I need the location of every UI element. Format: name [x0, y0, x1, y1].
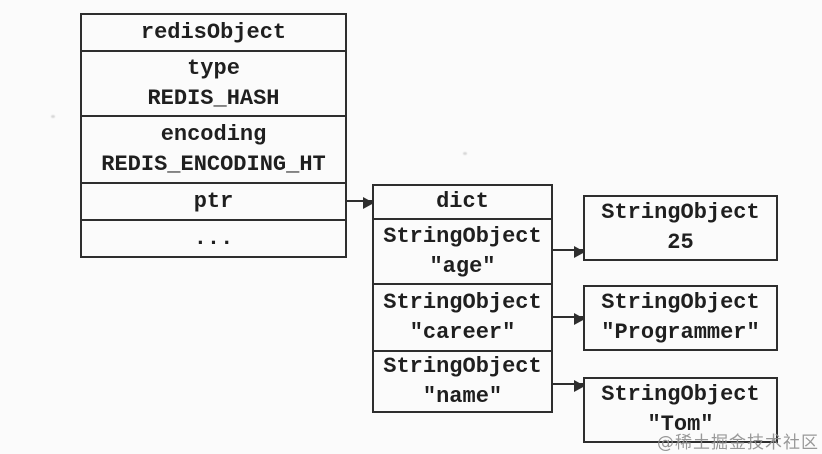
ellipsis-cell: ... [82, 219, 345, 256]
encoding-label: encoding [160, 121, 267, 147]
ellipsis-label: ... [193, 225, 234, 251]
dict-entry-class: StringObject [383, 289, 542, 315]
ptr-to-dict-arrow-icon [347, 197, 374, 209]
dict-entry-career: StringObject "career" [374, 283, 551, 350]
value-box-career: StringObject "Programmer" [583, 285, 778, 351]
dict-title: dict [436, 189, 489, 214]
dict-entry-key: "name" [422, 383, 503, 409]
value-box-name: StringObject "Tom" [583, 377, 778, 443]
value-class: StringObject [601, 290, 760, 315]
dict-box: dict StringObject "age" StringObject "ca… [372, 184, 553, 413]
dict-header-cell: dict [374, 186, 551, 218]
encoding-cell: encoding REDIS_ENCODING_HT [82, 115, 345, 182]
type-cell: type REDIS_HASH [82, 50, 345, 115]
name-value-arrow-icon [553, 380, 585, 392]
value-class: StringObject [601, 200, 760, 225]
value-cell-career: StringObject "Programmer" [585, 287, 776, 349]
value-box-age: StringObject 25 [583, 195, 778, 261]
value-cell-name: StringObject "Tom" [585, 379, 776, 441]
value-text: "Programmer" [601, 320, 760, 345]
dict-entry-name: StringObject "name" [374, 350, 551, 411]
encoding-value: REDIS_ENCODING_HT [101, 151, 326, 177]
value-cell-age: StringObject 25 [585, 197, 776, 259]
value-class: StringObject [601, 382, 760, 407]
value-text: 25 [667, 230, 694, 255]
type-value: REDIS_HASH [147, 85, 280, 111]
scan-speck [463, 152, 467, 155]
redis-object-header-cell: redisObject [82, 15, 345, 50]
dict-entry-class: StringObject [383, 223, 542, 249]
age-value-arrow-icon [553, 246, 585, 258]
redis-object-box: redisObject type REDIS_HASH encoding RED… [80, 13, 347, 258]
value-text: "Tom" [647, 412, 714, 437]
watermark: @稀土掘金技术社区 [657, 433, 819, 453]
dict-entry-class: StringObject [383, 353, 542, 379]
career-value-arrow-icon [553, 313, 585, 325]
ptr-label: ptr [193, 188, 234, 214]
dict-entry-key: "career" [409, 319, 516, 345]
ptr-cell: ptr [82, 182, 345, 219]
dict-entry-age: StringObject "age" [374, 218, 551, 283]
type-label: type [187, 55, 240, 81]
scan-speck [51, 115, 55, 118]
dict-entry-key: "age" [429, 253, 496, 279]
redis-object-title: redisObject [140, 19, 287, 45]
